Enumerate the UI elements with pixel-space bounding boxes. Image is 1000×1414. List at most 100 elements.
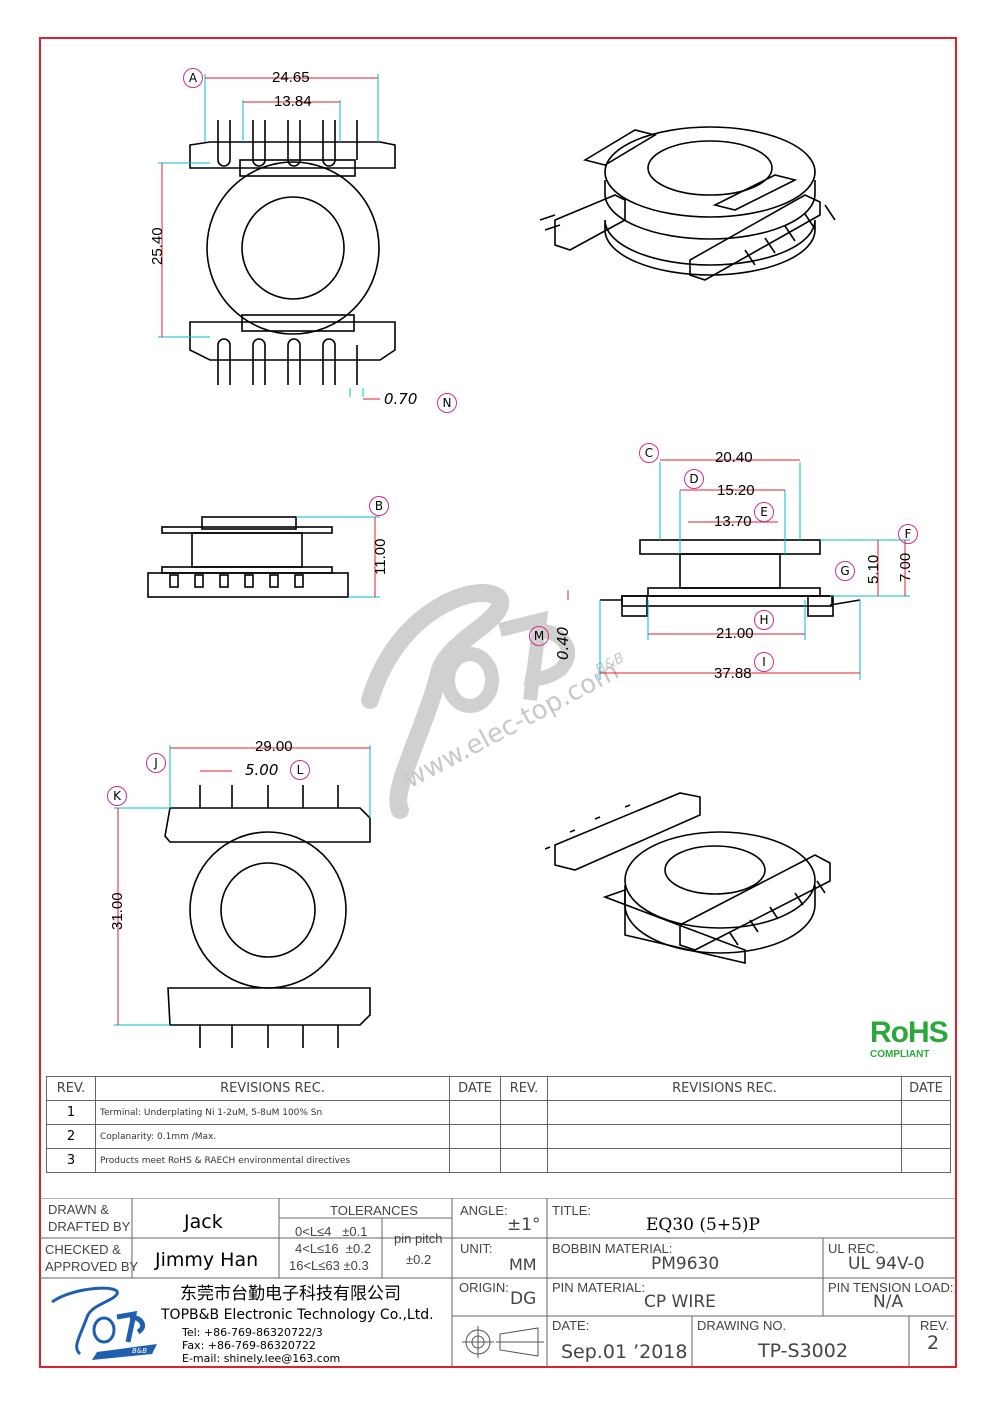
iso-flange-edge [604,180,816,240]
rev-value: 2 [927,1332,940,1354]
iso-b-left-base [602,888,746,965]
side-pin-slots [169,574,304,588]
coil-ring [206,161,380,335]
front-view-bottom [114,745,371,1048]
side-top-flange [161,526,333,534]
date-col-header: DATE [449,1076,501,1101]
rohs-mark: RoHS [870,1016,949,1049]
rev-label: REV. [920,1318,950,1333]
watermark-logo-stroke [361,584,510,819]
company-logo-p [116,1310,146,1343]
unit-label: UNIT: [460,1241,493,1256]
balloon-F: F [898,524,918,544]
revision-text: Coplanarity: 0.1mm /Max. [95,1124,450,1149]
side-bottom-flange [161,566,333,574]
side-body [191,532,303,568]
balloon-A: A [183,68,203,88]
rev-col-header: REV. [46,1076,96,1101]
company-logo-mark: B&B [132,1347,148,1355]
profile-right-foot [807,595,834,617]
balloon-E: E [754,502,774,522]
revision-text: Terminal: Underplating Ni 1-2uM, 5-8uM 1… [95,1100,450,1125]
bottom-pins [217,338,358,385]
bobbin-material-value: PM9630 [651,1254,720,1274]
origin-value: DG [510,1289,537,1309]
drawn-by: Jack [184,1211,223,1233]
core-hole [241,196,345,300]
front-view-top [158,74,396,400]
top-pins [217,120,358,167]
sheet-border [39,37,957,1368]
profile-pins [600,599,861,606]
iso-b-right-pins [729,880,826,946]
iso-left-pins [539,214,561,231]
tolerance-row-2: 4<L≤16 ±0.2 [295,1241,372,1256]
company-logo-icon [51,1286,157,1360]
dim-inner-value: 13.84 [274,93,312,110]
projection-symbol-icon [462,1326,544,1358]
iso-core-hole [647,140,773,196]
iso-top-right-rail [712,174,798,211]
iso-lower-flange [604,219,816,276]
angle-label: ANGLE: [460,1203,508,1218]
iso-b-top-pins [545,804,631,850]
iso-left-base [554,194,626,251]
title-label: TITLE: [552,1203,592,1218]
b-bottom-flange [167,987,371,1026]
unit-value: MM [509,1255,537,1274]
dim-A-value: 24.65 [272,69,310,86]
date-col-header-2: DATE [901,1076,951,1101]
rev-col-header-2: REV. [500,1076,548,1101]
profile-left-foot [621,595,648,617]
revision-text: Products meet RoHS & RAECH environmental… [95,1148,450,1173]
b-bottom-pins [199,1025,339,1048]
b-top-pins [199,785,339,808]
side-view [147,516,380,598]
iso-b-right-rail [679,854,831,951]
profile-base [621,595,833,607]
revision-row: 2 Coplanarity: 0.1mm /Max. [46,1124,951,1149]
side-base [147,572,349,598]
dim-C-value: 20.40 [715,449,753,466]
iso-b-core-hole [664,845,766,895]
bottom-flange-slot [241,314,355,332]
balloon-K: K [107,786,127,806]
dim-J-value: 29.00 [255,738,293,755]
revisions-header-row: REV. REVISIONS REC. DATE REV. REVISIONS … [46,1076,951,1101]
balloon-G: G [835,561,855,581]
ul-rec-value: UL 94V-0 [848,1254,925,1274]
iso-b-left-rail [554,792,701,871]
iso-flange-top [604,126,816,218]
revision-number: 1 [46,1100,96,1125]
iso-b-flange [624,831,816,929]
b-top-flange [164,807,371,843]
rec-col-header: REVISIONS REC. [95,1076,450,1101]
side-top-rail [201,516,297,530]
balloon-L: L [290,760,310,780]
company-tel: Tel: +86-769-86320722/3 [182,1326,323,1339]
balloon-C: C [639,443,659,463]
company-email: E-mail: shinely.lee@163.com [182,1352,341,1365]
iso-view-top [539,126,836,281]
checked-by: Jimmy Han [155,1249,259,1271]
balloon-N: N [437,393,457,413]
balloon-M: M [529,626,549,646]
dim-K-value: 31.00 [109,892,126,930]
dim-G-value: 5.10 [865,554,882,584]
watermark-logo-o [441,647,499,713]
tolerance-row-3: 16<L≤63 ±0.3 [289,1258,369,1273]
tolerances-label: TOLERANCES [330,1203,418,1218]
revisions-table: REV. REVISIONS REC. DATE REV. REVISIONS … [46,1076,951,1173]
dim-I-value: 37.88 [714,665,752,682]
company-logo-swoosh [92,1344,157,1360]
company-name-cn: 东莞市台勤电子科技有限公司 [180,1284,401,1304]
profile-view [567,459,910,680]
title-block-grid [39,1198,957,1368]
iso-b-flange-edge [624,885,816,954]
profile-top-flange [639,539,821,555]
ul-rec-label: UL REC. [828,1241,879,1256]
pin-material-value: CP WIRE [644,1292,716,1312]
angle-value: ±1° [507,1215,541,1235]
watermark-logo-p [498,610,576,701]
revision-row: 3 Products meet RoHS & RAECH environment… [46,1148,951,1173]
